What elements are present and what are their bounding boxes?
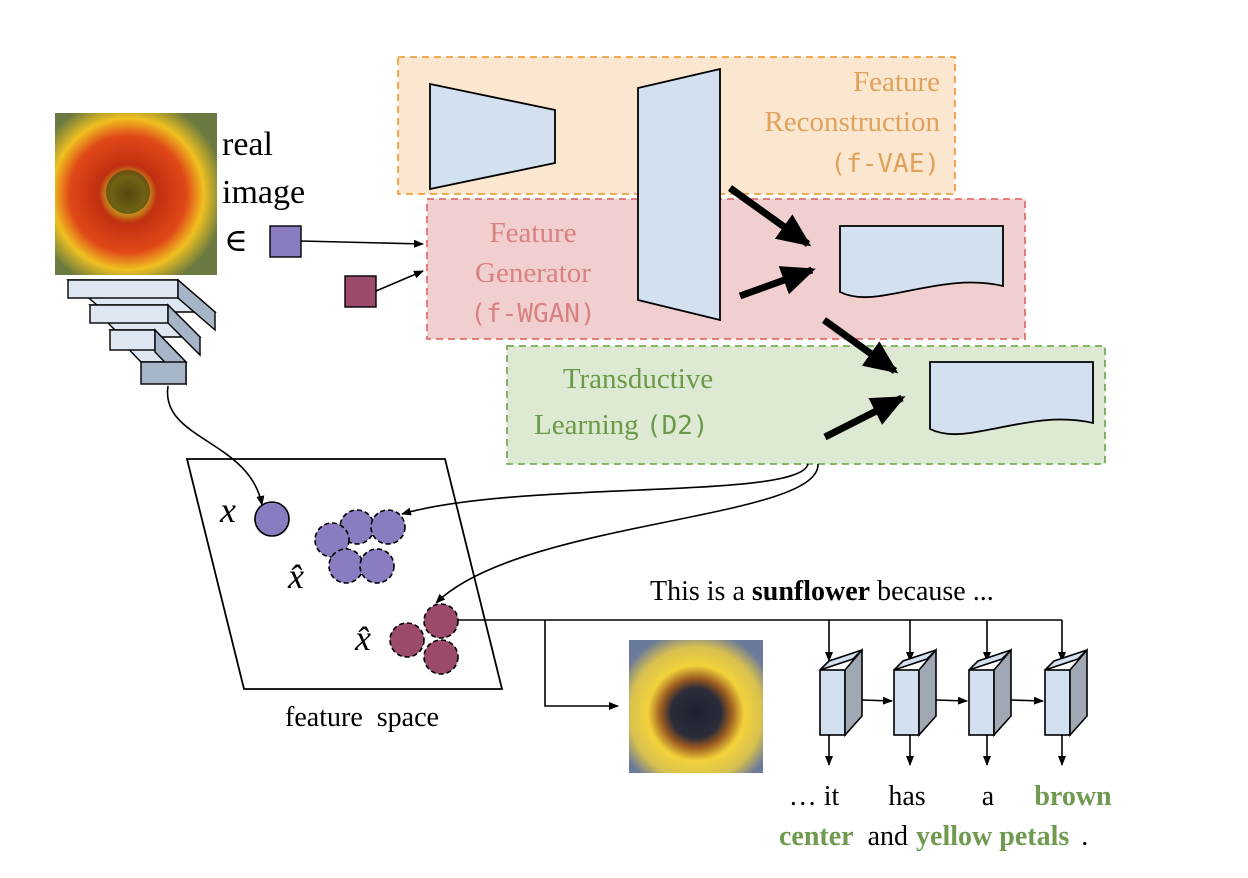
vae-encoder-trapezoid [429,82,556,191]
maroon-generated-cluster [389,603,459,675]
feature-space-label: feature space [285,702,439,733]
real-image [55,113,217,275]
reconstruction-code: (f-VAE) [830,149,940,179]
transductive-title-line1: Transductive [563,363,713,395]
element-of-symbol: ∈ [224,222,248,258]
cnn-to-x-arrow [166,385,265,506]
lstm-cell-4 [1044,647,1088,738]
output-word-2: has [888,781,925,812]
generator-title-line2: Generator [475,257,591,289]
real-image-label-line2: image [222,174,305,211]
generator-title-line1: Feature [490,217,577,249]
real-image-label-line1: real [222,126,273,163]
reconstruction-title-line1: Feature [853,66,940,98]
explanation-sentence: This is a sunflower because ... [650,576,994,607]
big-arrow-1 [727,185,812,247]
lstm-cells [819,647,1088,738]
x-symbol: x [219,490,236,530]
reconstruction-title-line2: Reconstruction [764,106,940,138]
xhat-symbol-purple: x̂ [287,556,304,596]
transductive-to-purple-arrow [401,463,809,516]
xhat-symbol-maroon: x̂ [354,618,371,658]
output-word-1: … it [789,781,840,812]
noise-square-maroon [344,275,377,308]
output-word-4: brown [1034,781,1112,812]
transductive-to-maroon-arrow [435,463,819,604]
lstm-cell-2 [893,647,937,738]
lstm-arrows [825,696,1066,766]
sunflower-image [629,640,763,773]
transductive-title-line2: Learning (D2) [534,409,709,441]
lstm-cell-1 [819,647,863,738]
purple-generated-cluster [314,509,406,584]
cnn-encoder-icon [66,278,217,386]
output-word-3: a [982,781,995,812]
big-arrow-4 [823,394,906,441]
maroon-to-generator-arrow [375,270,424,292]
attribute-square-purple [269,225,302,258]
decoder-trapezoid [637,67,721,322]
big-arrow-2 [738,266,816,300]
generated-feature-shape [839,225,1004,299]
explanation-connectors [458,619,1066,710]
lstm-cell-3 [968,647,1012,738]
generator-code: (f-WGAN) [470,299,595,329]
transductive-feature-shape [929,361,1094,436]
real-feature-dot [254,501,290,537]
big-arrow-3 [821,317,899,374]
purple-to-generator-arrow [300,239,424,248]
